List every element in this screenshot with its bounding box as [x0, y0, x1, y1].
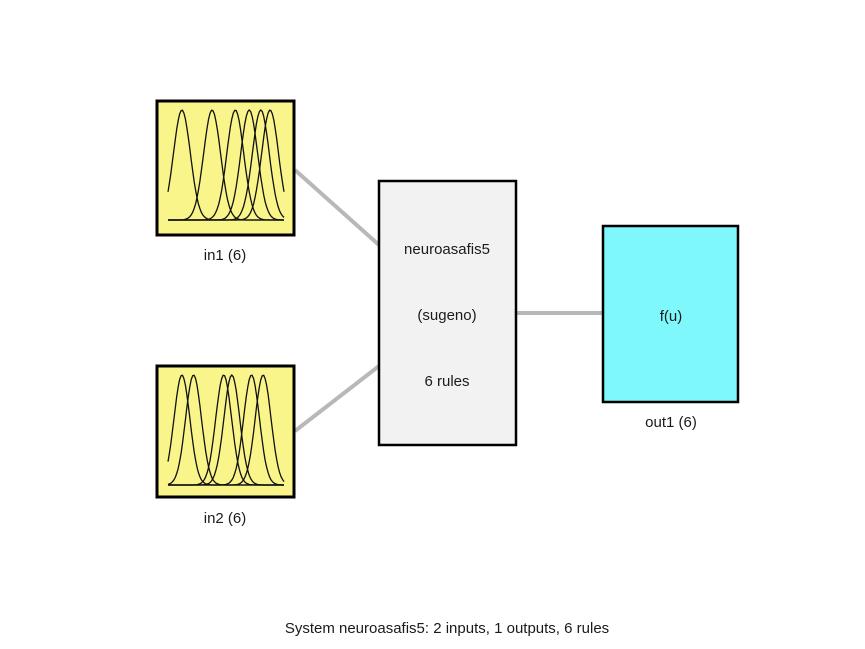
input-label-in1: in1 (6) [204, 247, 247, 264]
output-box[interactable] [601, 224, 740, 404]
system-type: (sugeno) [417, 307, 476, 324]
mf-curve-in2-6 [168, 374, 285, 486]
connector-in1-system [293, 168, 381, 247]
system-rules: 6 rules [424, 373, 469, 390]
mf-curve-in1-6 [168, 109, 285, 221]
output-function: f(u) [660, 308, 683, 325]
connector-in2-system [293, 364, 381, 433]
system-caption: System neuroasafis5: 2 inputs, 1 outputs… [285, 620, 609, 637]
output-label: out1 (6) [645, 414, 697, 431]
membership-functions-in2 [167, 373, 285, 486]
system-box[interactable] [377, 179, 518, 447]
input-box-in2[interactable] [155, 364, 296, 499]
input-label-in2: in2 (6) [204, 510, 247, 527]
system-block[interactable]: neuroasafis5 (sugeno) 6 rules [377, 179, 518, 447]
input-block-in1[interactable] [155, 99, 296, 237]
input-block-in2[interactable] [155, 364, 296, 499]
system-name: neuroasafis5 [404, 241, 490, 258]
output-block[interactable]: f(u) [601, 224, 740, 404]
membership-functions-in1 [167, 109, 285, 221]
